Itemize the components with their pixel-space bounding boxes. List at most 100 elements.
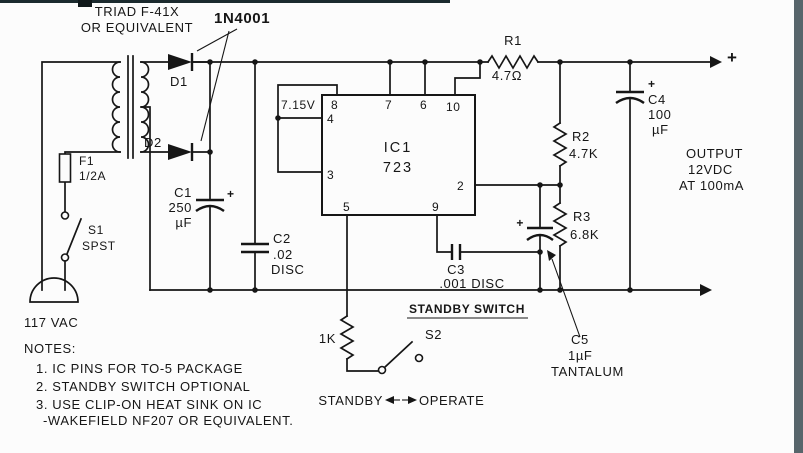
scan-mark xyxy=(78,0,92,7)
fuse-symbol xyxy=(58,153,72,183)
r4-zigzag xyxy=(339,314,355,361)
r1-value: 4.7Ω xyxy=(492,68,522,83)
c4-value: 100 xyxy=(648,107,672,122)
c1-value: 250 xyxy=(169,200,193,215)
c4-name: C4 xyxy=(648,92,666,107)
output-network: R2 4.7K R3 6.8K + C4 100 µF + C3 .001 DI… xyxy=(436,61,672,379)
primary-top-lead xyxy=(41,61,121,291)
standby-arrow-icon xyxy=(385,396,394,404)
d2-label: D2 xyxy=(144,135,162,150)
c3-name: C3 xyxy=(447,262,465,277)
scan-edge-right xyxy=(794,0,803,453)
notes-block: NOTES: 1. IC PINS FOR TO-5 PACKAGE 2. ST… xyxy=(24,341,294,428)
pin10-stub xyxy=(454,61,481,96)
c5-value: 1µF xyxy=(568,348,592,363)
transformer-label-line2: OR EQUIVALENT xyxy=(81,20,193,35)
primary-coil xyxy=(111,61,121,153)
pin3-number: 3 xyxy=(327,168,334,182)
transformer-label-line1: TRIAD F-41X xyxy=(95,4,180,19)
r4-to-switch-wire xyxy=(346,358,379,372)
pointer-to-d2 xyxy=(200,30,230,142)
operate-arrow-icon xyxy=(408,396,417,404)
junction-dot xyxy=(207,287,213,293)
c5-pointer-arrowhead xyxy=(547,250,556,261)
positive-output-arrow xyxy=(710,56,722,68)
junction-dot xyxy=(557,182,563,188)
note-item-3: 3. USE CLIP-ON HEAT SINK ON IC xyxy=(36,397,262,412)
pin4-number: 4 xyxy=(327,112,334,126)
junction-dot xyxy=(252,59,258,65)
primary-bottom-lead xyxy=(64,151,121,213)
ac-input: F1 1/2A S1 SPST 117 VAC xyxy=(24,61,121,330)
r3-name: R3 xyxy=(573,209,591,224)
c4-polarity: + xyxy=(648,77,656,91)
pin5-number: 5 xyxy=(343,200,350,214)
filter-caps: + C1 250 µF C2 .02 DISC xyxy=(169,61,304,291)
ic1-regulator: IC1 723 7.15V 8 7 6 10 4 3 5 9 2 xyxy=(277,61,481,216)
junction-dots xyxy=(207,59,633,293)
operate-position-label: OPERATE xyxy=(419,393,484,408)
pin6-number: 6 xyxy=(420,98,427,112)
output-line1: OUTPUT xyxy=(686,146,743,161)
junction-dot xyxy=(275,115,281,121)
s1-type: SPST xyxy=(82,239,116,253)
c5-polarity: + xyxy=(516,216,524,230)
fuse-name: F1 xyxy=(79,154,94,168)
pin7-number: 7 xyxy=(385,98,392,112)
pointer-to-d1 xyxy=(196,28,238,52)
c1-unit: µF xyxy=(175,215,192,230)
r2-name: R2 xyxy=(572,129,590,144)
c3-value: .001 DISC xyxy=(439,276,504,291)
r1-zigzag xyxy=(486,54,540,70)
c1-name: C1 xyxy=(174,185,192,200)
junction-dot xyxy=(387,59,393,65)
standby-switch-title: STANDBY SWITCH xyxy=(409,302,525,316)
output-line2: 12VDC xyxy=(688,162,733,177)
c2-value: .02 xyxy=(273,247,293,262)
r4-value: 1K xyxy=(319,331,336,346)
c2-type: DISC xyxy=(271,262,304,277)
s2-name: S2 xyxy=(425,327,442,342)
pin2-number: 2 xyxy=(457,179,464,193)
notes-heading: NOTES: xyxy=(24,341,76,356)
standby-position-label: STANDBY xyxy=(318,393,383,408)
junction-dot xyxy=(627,287,633,293)
note-item-3-continued: -WAKEFIELD NF207 OR EQUIVALENT. xyxy=(43,413,294,428)
ic-body xyxy=(321,94,476,216)
s1-lever xyxy=(65,217,83,256)
note-item-2: 2. STANDBY SWITCH OPTIONAL xyxy=(36,379,251,394)
junction-dot xyxy=(537,287,543,293)
diode-part-label: 1N4001 xyxy=(214,10,270,27)
r2-value: 4.7K xyxy=(569,146,598,161)
pin8-number: 8 xyxy=(331,98,338,112)
r1-resistor: R1 4.7Ω xyxy=(486,33,540,83)
standby-branch: 1K STANDBY SWITCH S2 STANDBY OPERATE xyxy=(318,214,528,408)
junction-dot xyxy=(207,59,213,65)
r3-zigzag xyxy=(552,201,568,248)
d1-diode-symbol xyxy=(168,54,192,70)
center-tap-wire xyxy=(140,106,151,291)
s1-contact-bottom xyxy=(60,253,70,262)
plug-symbol xyxy=(29,277,79,303)
junction-dot xyxy=(477,59,483,65)
junction-dot xyxy=(557,287,563,293)
junction-dot xyxy=(557,59,563,65)
rails: + xyxy=(149,48,738,296)
c4-unit: µF xyxy=(652,122,669,137)
s2-contact-operate xyxy=(414,353,424,363)
r1-name: R1 xyxy=(504,33,522,48)
output-line3: AT 100mA xyxy=(679,178,744,193)
ground-output-arrow xyxy=(700,284,712,296)
scan-edge-top xyxy=(0,0,450,3)
ic-part: 723 xyxy=(383,160,413,176)
c2-name: C2 xyxy=(273,231,291,246)
junction-dot xyxy=(537,182,543,188)
vref-label: 7.15V xyxy=(281,98,315,112)
positive-output-plus: + xyxy=(727,48,738,67)
junction-dot xyxy=(252,287,258,293)
s2-contact-standby xyxy=(377,365,387,375)
note-item-1: 1. IC PINS FOR TO-5 PACKAGE xyxy=(36,361,243,376)
transformer: TRIAD F-41X OR EQUIVALENT xyxy=(81,4,193,291)
